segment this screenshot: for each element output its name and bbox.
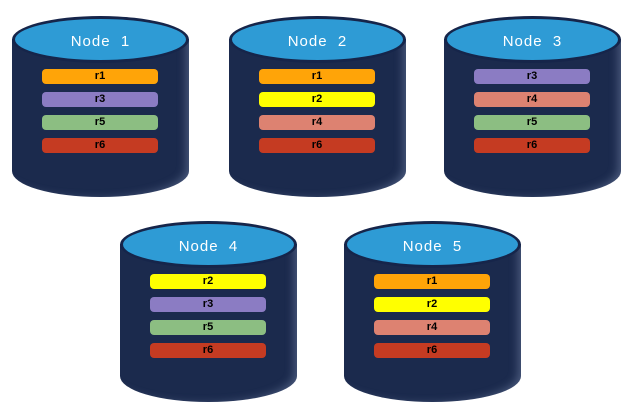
replica-bar: r3	[474, 69, 590, 84]
node-3-cylinder: Node 3 r3 r4 r5 r6	[444, 16, 621, 197]
replica-bar: r5	[42, 115, 158, 130]
replica-bar: r2	[259, 92, 375, 107]
replica-bar: r3	[42, 92, 158, 107]
replica-bar: r4	[474, 92, 590, 107]
cylinder-top: Node 5	[344, 221, 521, 268]
cylinder-top: Node 2	[229, 16, 406, 63]
replica-bar: r1	[42, 69, 158, 84]
replica-bar: r2	[150, 274, 266, 289]
replica-bar: r5	[150, 320, 266, 335]
replica-bar-group: r1 r2 r4 r6	[344, 221, 521, 402]
replica-bar: r6	[474, 138, 590, 153]
replica-bar: r5	[474, 115, 590, 130]
node-title: Node 5	[402, 237, 463, 255]
replica-bar: r3	[150, 297, 266, 312]
node-4-cylinder: Node 4 r2 r3 r5 r6	[120, 221, 297, 402]
replica-bar-group: r1 r3 r5 r6	[12, 16, 189, 197]
replica-bar: r2	[374, 297, 490, 312]
replica-bar: r6	[259, 138, 375, 153]
replica-bar: r1	[259, 69, 375, 84]
node-2-cylinder: Node 2 r1 r2 r4 r6	[229, 16, 406, 197]
cylinder-top: Node 4	[120, 221, 297, 268]
replica-bar: r4	[374, 320, 490, 335]
replica-bar: r4	[259, 115, 375, 130]
replica-bar-group: r3 r4 r5 r6	[444, 16, 621, 197]
node-1-cylinder: Node 1 r1 r3 r5 r6	[12, 16, 189, 197]
replica-bar: r6	[42, 138, 158, 153]
cylinder-top: Node 1	[12, 16, 189, 63]
replica-bar-group: r2 r3 r5 r6	[120, 221, 297, 402]
replica-bar: r6	[150, 343, 266, 358]
node-title: Node 1	[70, 32, 131, 50]
node-title: Node 4	[178, 237, 239, 255]
replica-bar-group: r1 r2 r4 r6	[229, 16, 406, 197]
cylinder-top: Node 3	[444, 16, 621, 63]
node-5-cylinder: Node 5 r1 r2 r4 r6	[344, 221, 521, 402]
replica-bar: r1	[374, 274, 490, 289]
node-title: Node 3	[502, 32, 563, 50]
node-title: Node 2	[287, 32, 348, 50]
replica-bar: r6	[374, 343, 490, 358]
